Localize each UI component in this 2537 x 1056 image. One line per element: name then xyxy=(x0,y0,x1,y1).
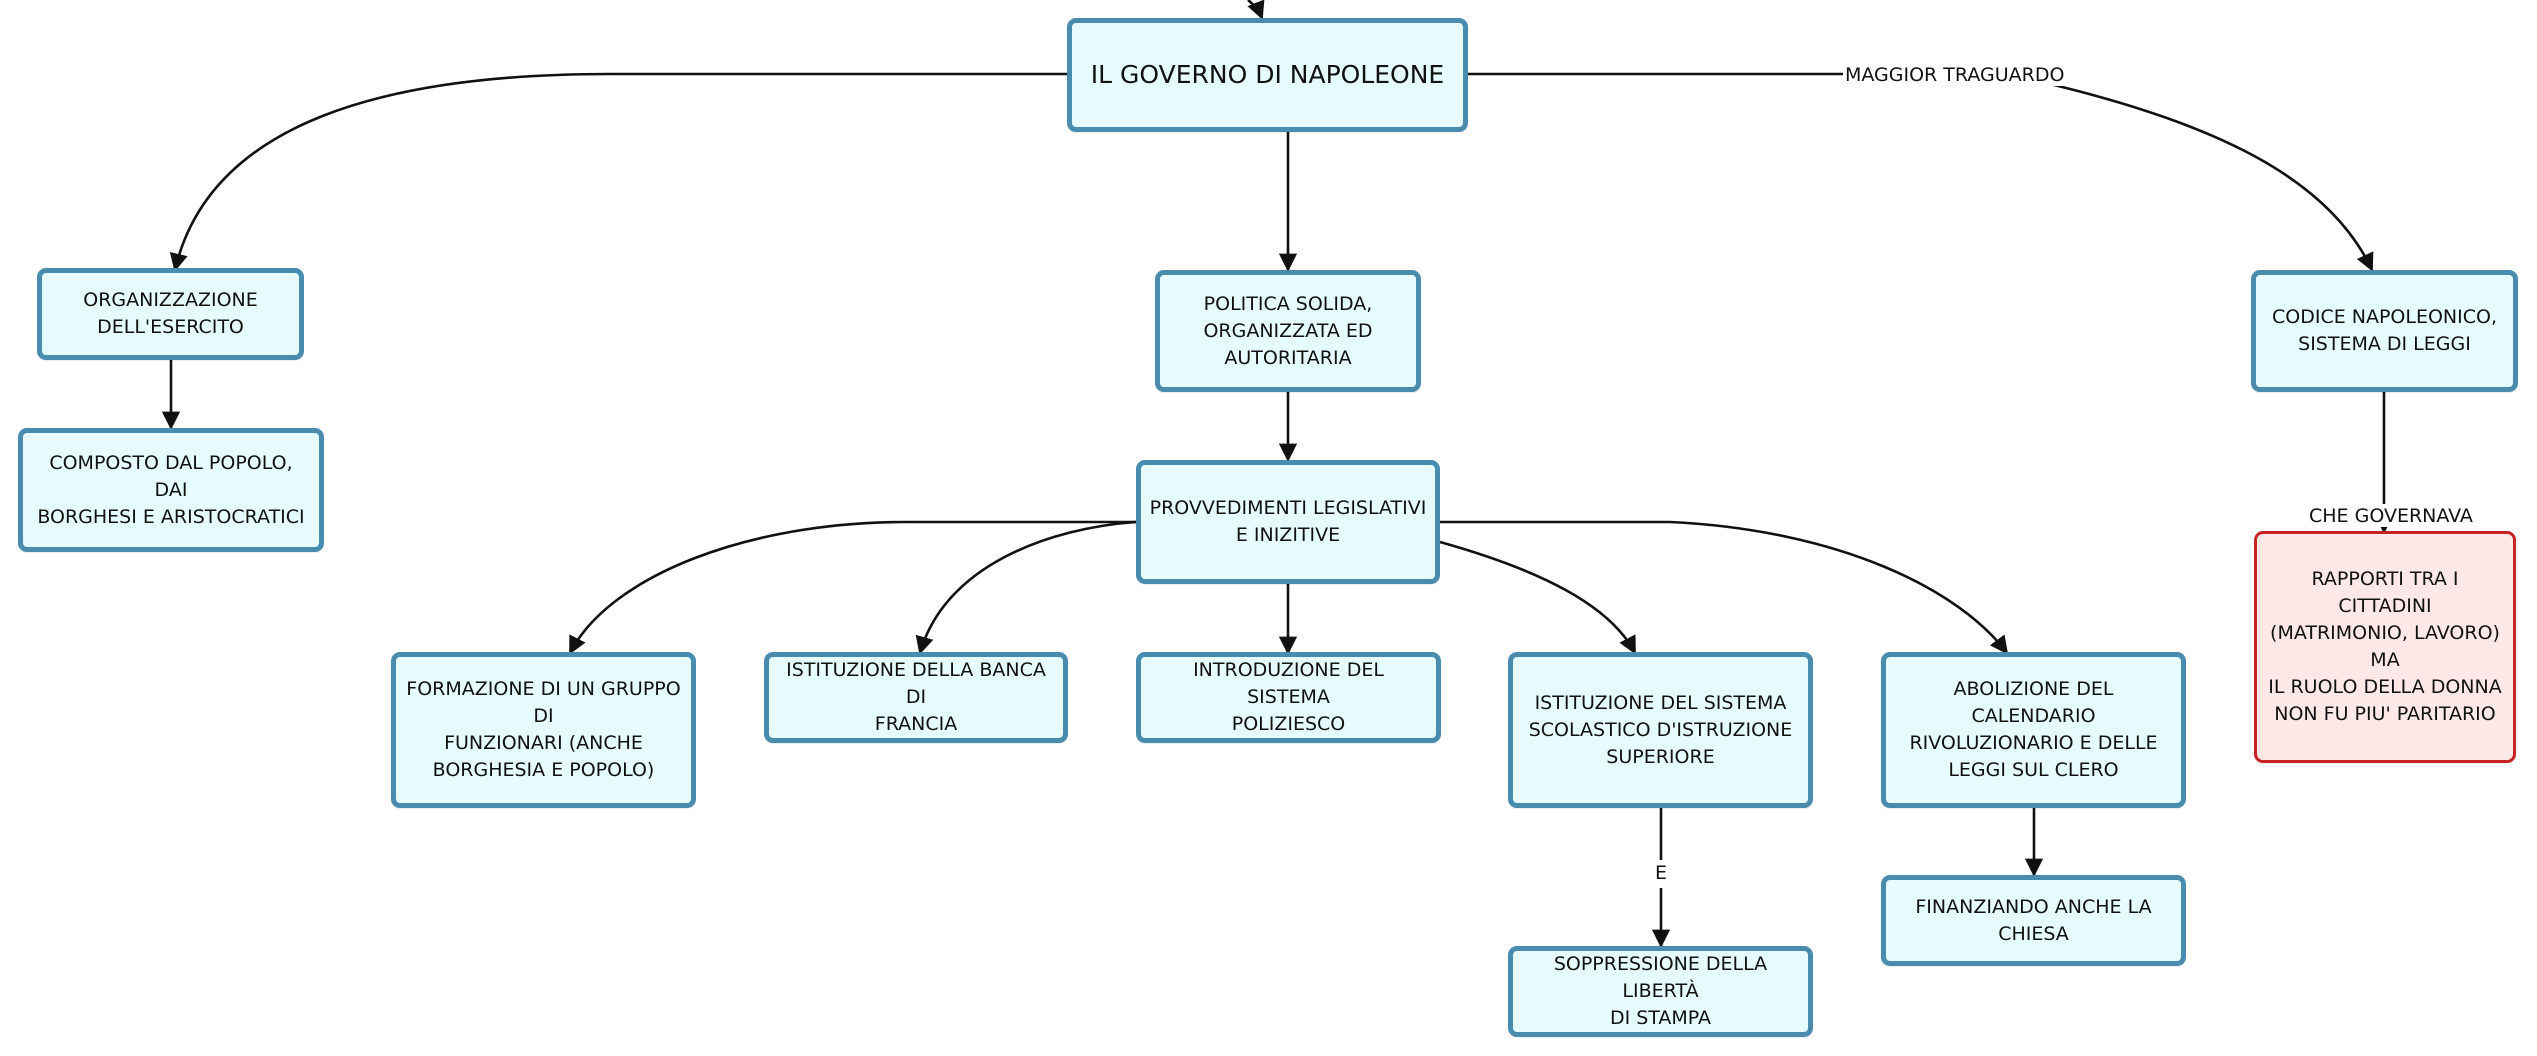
node-abolizione-calendario[interactable]: ABOLIZIONE DEL CALENDARIO RIVOLUZIONARIO… xyxy=(1881,652,2186,808)
node-banca-di-francia[interactable]: ISTITUZIONE DELLA BANCA DI FRANCIA xyxy=(764,652,1068,743)
node-sistema-poliziesco[interactable]: INTRODUZIONE DEL SISTEMA POLIZIESCO xyxy=(1136,652,1441,743)
edge-label-maggior-traguardo: MAGGIOR TRAGUARDO xyxy=(1843,64,2067,86)
node-rapporti-cittadini[interactable]: RAPPORTI TRA I CITTADINI (MATRIMONIO, LA… xyxy=(2254,531,2516,763)
node-label: INTRODUZIONE DEL SISTEMA POLIZIESCO xyxy=(1193,659,1384,735)
node-label: ABOLIZIONE DEL CALENDARIO RIVOLUZIONARIO… xyxy=(1909,678,2158,781)
node-label: SOPPRESSIONE DELLA LIBERTÀ DI STAMPA xyxy=(1553,953,1768,1029)
node-politica-solida[interactable]: POLITICA SOLIDA, ORGANIZZATA ED AUTORITA… xyxy=(1155,270,1421,392)
node-label: ISTITUZIONE DELLA BANCA DI FRANCIA xyxy=(786,659,1046,735)
node-formazione-funzionari[interactable]: FORMAZIONE DI UN GRUPPO DI FUNZIONARI (A… xyxy=(391,652,696,808)
node-label: ORGANIZZAZIONE DELL'ESERCITO xyxy=(83,289,258,338)
node-soppressione-liberta-stampa[interactable]: SOPPRESSIONE DELLA LIBERTÀ DI STAMPA xyxy=(1508,946,1813,1037)
node-sistema-scolastico[interactable]: ISTITUZIONE DEL SISTEMA SCOLASTICO D'IST… xyxy=(1508,652,1813,808)
node-il-governo-di-napoleone[interactable]: IL GOVERNO DI NAPOLEONE xyxy=(1067,18,1468,132)
node-label: IL GOVERNO DI NAPOLEONE xyxy=(1090,60,1445,89)
node-label: POLITICA SOLIDA, ORGANIZZATA ED AUTORITA… xyxy=(1203,292,1373,369)
edge-provv-formazione xyxy=(568,520,1136,655)
node-composto-popolo[interactable]: COMPOSTO DAL POPOLO, DAI BORGHESI E ARIS… xyxy=(18,428,324,552)
node-finanziando-chiesa[interactable]: FINANZIANDO ANCHE LA CHIESA xyxy=(1881,875,2186,966)
node-provvedimenti-legislativi[interactable]: PROVVEDIMENTI LEGISLATIVI E INIZITIVE xyxy=(1136,460,1440,584)
node-label: RAPPORTI TRA I CITTADINI (MATRIMONIO, LA… xyxy=(2268,568,2502,725)
node-organizzazione-esercito[interactable]: ORGANIZZAZIONE DELL'ESERCITO xyxy=(37,268,304,360)
node-label: COMPOSTO DAL POPOLO, DAI BORGHESI E ARIS… xyxy=(37,451,305,528)
edge-root-codice xyxy=(1468,72,2372,270)
edge-provv-abolizione xyxy=(1440,520,2009,655)
node-label: CODICE NAPOLEONICO, SISTEMA DI LEGGI xyxy=(2271,306,2497,355)
edge-provv-banca xyxy=(915,520,1137,655)
edge-root-esercito xyxy=(169,72,1070,272)
node-label: PROVVEDIMENTI LEGISLATIVI E INIZITIVE xyxy=(1149,497,1427,546)
node-codice-napoleonico[interactable]: CODICE NAPOLEONICO, SISTEMA DI LEGGI xyxy=(2251,270,2518,392)
edge-label-che-governava: CHE GOVERNAVA xyxy=(2307,505,2475,527)
edge-incoming-root xyxy=(1247,0,1265,20)
node-label: FINANZIANDO ANCHE LA CHIESA xyxy=(1915,895,2152,945)
edge-provv-scuola xyxy=(1439,540,1637,655)
node-label: FORMAZIONE DI UN GRUPPO DI FUNZIONARI (A… xyxy=(406,678,681,781)
node-label: ISTITUZIONE DEL SISTEMA SCOLASTICO D'IST… xyxy=(1528,691,1793,768)
edge-label-e: E xyxy=(1653,862,1670,884)
